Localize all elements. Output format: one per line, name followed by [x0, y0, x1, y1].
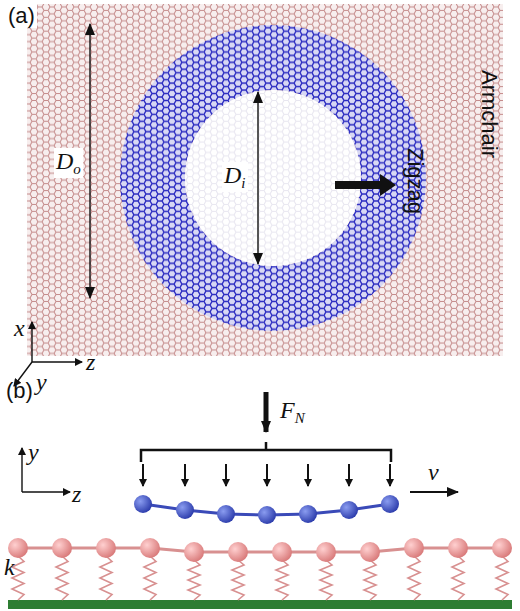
spring	[408, 556, 420, 600]
substrate-atom	[360, 542, 380, 562]
spring	[364, 560, 376, 600]
spring	[232, 560, 244, 600]
substrate-atom	[404, 538, 424, 558]
substrate-atom	[272, 542, 292, 562]
spring	[144, 556, 156, 600]
load-arrow	[225, 464, 227, 486]
panel-label: (a)	[6, 4, 37, 28]
spring	[276, 560, 288, 600]
substrate-atom	[96, 538, 116, 558]
axis-label: y	[36, 370, 47, 394]
dimension-label: Di	[222, 162, 248, 192]
load-arrow	[184, 464, 186, 486]
velocity-label: v	[428, 460, 439, 484]
axis-label: z	[72, 482, 81, 506]
spring-label: k	[4, 555, 15, 579]
axis-label: z	[86, 350, 95, 374]
flake-atom	[258, 506, 276, 524]
substrate-atom	[316, 542, 336, 562]
flake-atom	[134, 495, 152, 513]
spring	[320, 560, 332, 600]
force-label: FN	[280, 398, 305, 426]
load-arrow	[307, 464, 309, 486]
dimension-label: Do	[54, 148, 83, 178]
spring	[496, 556, 508, 600]
flake-atom	[299, 505, 317, 523]
flake-atom	[176, 501, 194, 519]
spring	[56, 556, 68, 600]
load-arrow	[142, 464, 144, 486]
direction-label: Armchair	[478, 70, 500, 158]
substrate-atom	[492, 538, 512, 558]
substrate-atom	[52, 538, 72, 558]
spring	[452, 556, 464, 600]
load-arrow	[266, 464, 268, 486]
spring	[188, 560, 200, 600]
spring	[100, 556, 112, 600]
substrate-atom	[228, 542, 248, 562]
flake-atom	[340, 501, 358, 519]
substrate-atom	[140, 538, 160, 558]
direction-label: Zigzag	[404, 148, 426, 214]
flake-atom	[217, 505, 235, 523]
axis-label: y	[28, 440, 39, 464]
load-arrow	[348, 464, 350, 486]
substrate-atom	[448, 538, 468, 558]
substrate-atom	[184, 542, 204, 562]
flake-atom	[381, 495, 399, 513]
axis-label: x	[14, 316, 25, 340]
load-arrow	[389, 464, 391, 486]
panel-label: (b)	[6, 380, 33, 402]
